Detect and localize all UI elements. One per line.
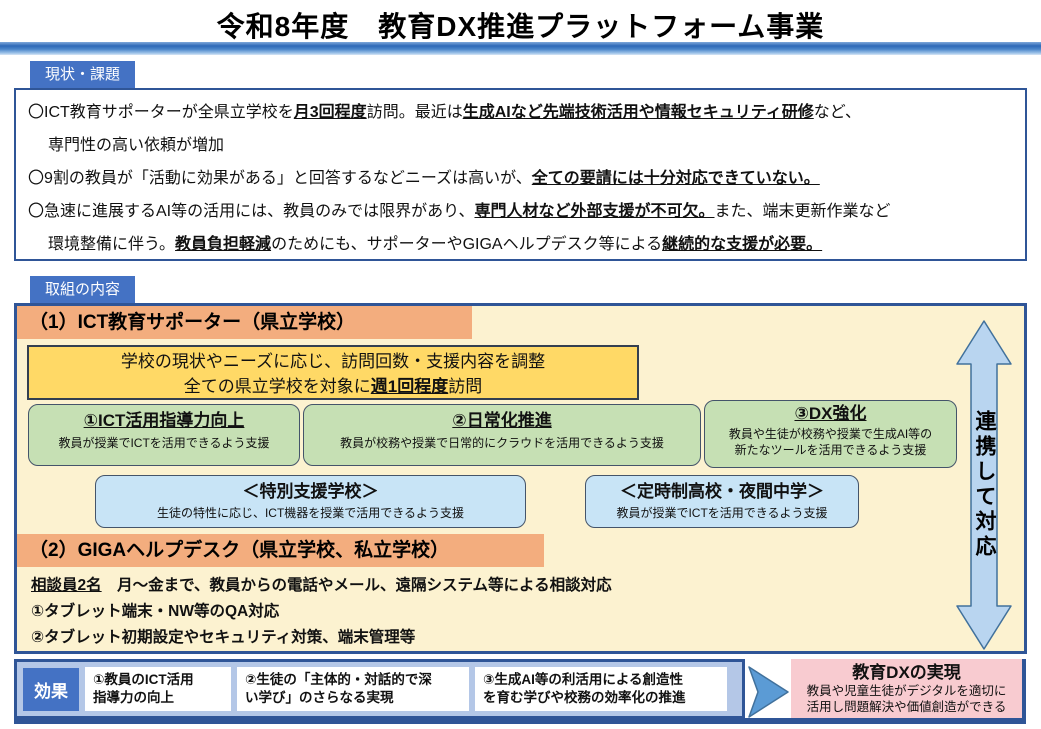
issues-section-label: 現状・課題 xyxy=(30,61,136,88)
helpdesk-line-1: 相談員2名 月～金まで、教員からの電話やメール、遠隔システム等による相談対応 xyxy=(31,577,612,594)
bottom-border-bar xyxy=(14,718,1026,724)
effects-band: 効果 ①教員のICT活用 指導力の向上 ②生徒の「主体的・対話的で深 い学び」の… xyxy=(14,659,745,719)
issue-line-2: 〇9割の教員が「活動に効果がある」と回答するなどニーズは高いが、全ての要請には十… xyxy=(28,170,820,187)
collaboration-double-arrow: 連携して対応 xyxy=(956,320,1012,650)
goal-box: 教育DXの実現 教員や児童生徒がデジタルを適切に 活用し問題解決や価値創造ができ… xyxy=(791,659,1026,719)
section2-header: （2）GIGAヘルプデスク（県立学校、私立学校） xyxy=(17,534,544,567)
page-title: 令和8年度 教育DX推進プラットフォーム事業 xyxy=(216,11,825,42)
initiatives-section-label: 取組の内容 xyxy=(30,276,136,303)
effect-item-1: ①教員のICT活用 指導力の向上 xyxy=(85,667,231,711)
issue-line-1: 〇ICT教育サポーターが全県立学校を月3回程度訪問。最近は生成AIなど先端技術活… xyxy=(28,104,861,121)
special-support-school-box: ＜特別支援学校＞ 生徒の特性に応じ、ICT機器を授業で活用できるよう支援 xyxy=(95,475,526,528)
section1-header: （1）ICT教育サポーター（県立学校） xyxy=(17,306,472,339)
initiatives-box: （1）ICT教育サポーター（県立学校） 学校の現状やニーズに応じ、訪問回数・支援… xyxy=(14,303,1027,654)
goal-desc: 教員や児童生徒がデジタルを適切に 活用し問題解決や価値創造ができる xyxy=(806,684,1007,714)
parttime-nightschool-box: ＜定時制高校・夜間中学＞ 教員が授業でICTを活用できるよう支援 xyxy=(585,475,859,528)
helpdesk-line-2: ①タブレット端末・NW等のQA対応 xyxy=(31,603,280,620)
title-underline-bar xyxy=(0,42,1041,55)
issue-line-1-cont: 専門性の高い依頼が増加 xyxy=(48,137,225,154)
issue-line-3: 〇急速に進展するAI等の活用には、教員のみでは限界があり、専門人材など外部支援が… xyxy=(28,203,891,220)
visit-policy-line2: 全ての県立学校を対象に週1回程度訪問 xyxy=(183,377,483,396)
goal-title: 教育DXの実現 xyxy=(852,663,961,682)
double-arrow-icon xyxy=(956,320,1012,650)
helpdesk-details: 相談員2名 月～金まで、教員からの電話やメール、遠隔システム等による相談対応 ①… xyxy=(31,573,612,651)
issues-box: 〇ICT教育サポーターが全県立学校を月3回程度訪問。最近は生成AIなど先端技術活… xyxy=(14,88,1027,261)
helpdesk-line-3: ②タブレット初期設定やセキュリティ対策、端末管理等 xyxy=(31,629,416,646)
visit-policy-box: 学校の現状やニーズに応じ、訪問回数・支援内容を調整 全ての県立学校を対象に週1回… xyxy=(27,345,639,400)
effect-item-2: ②生徒の「主体的・対話的で深 い学び」のさらなる実現 xyxy=(237,667,469,711)
pillar-3-dx-box: ③DX強化 教員や生徒が校務や授業で生成AI等の 新たなツールを活用できるよう支… xyxy=(704,400,957,468)
collaboration-arrow-label: 連携して対応 xyxy=(973,410,996,560)
effects-label: 効果 xyxy=(23,667,79,711)
visit-policy-line1: 学校の現状やニーズに応じ、訪問回数・支援内容を調整 xyxy=(120,352,546,371)
issue-line-3-cont: 環境整備に伴う。教員負担軽減のためにも、サポーターやGIGAヘルプデスク等による… xyxy=(48,236,823,253)
pillar-1-ict-teaching-box: ①ICT活用指導力向上 教員が授業でICTを活用できるよう支援 xyxy=(28,404,300,466)
arrow-right-icon xyxy=(748,666,789,718)
pillar-2-daily-use-box: ②日常化推進 教員が校務や授業で日常的にクラウドを活用できるよう支援 xyxy=(303,404,701,466)
effect-item-3: ③生成AI等の利活用による創造性 を育む学びや校務の効率化の推進 xyxy=(475,667,727,711)
